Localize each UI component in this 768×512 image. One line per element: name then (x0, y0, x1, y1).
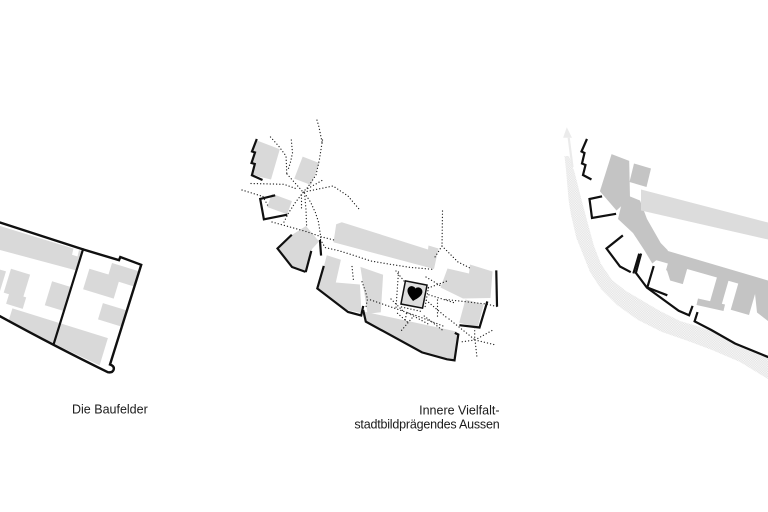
svg-text:Innere Vielfalt-: Innere Vielfalt- (419, 403, 499, 417)
svg-text:stadtbildprägendes Aussen: stadtbildprägendes Aussen (354, 418, 499, 432)
svg-text:Die Baufelder: Die Baufelder (72, 403, 148, 417)
